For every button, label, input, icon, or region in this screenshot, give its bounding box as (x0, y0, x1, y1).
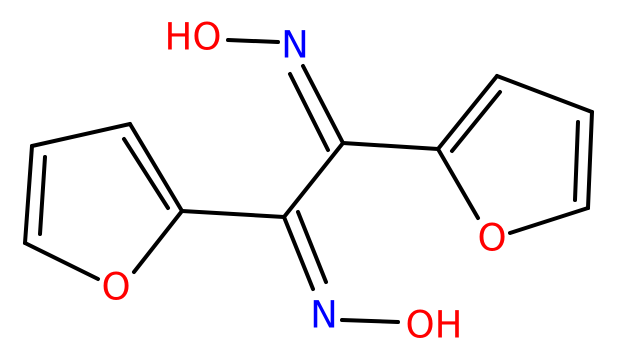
bond-right-c3-c4 (495, 74, 594, 114)
bond-c1-n-bottom-a (282, 215, 315, 291)
bond-left-c3-c4 (30, 122, 132, 148)
bond-left-c5-o (23, 241, 100, 281)
bond-c1-furan-left (180, 209, 286, 219)
bond-c1-c2 (282, 141, 345, 219)
label-n-bottom: N (310, 294, 338, 337)
bond-right-c5-o (508, 206, 590, 235)
bond-left-c4-c5 (23, 144, 34, 245)
label-oh-top: HO (165, 16, 222, 59)
bond-right-c2-c3-inner (450, 90, 502, 153)
bond-right-c4-c5 (586, 110, 594, 210)
bond-c2-furan-right (341, 141, 440, 151)
bond-left-c2-c3 (128, 122, 184, 213)
label-o-ring-left: O (101, 266, 130, 309)
bond-c2-n-top-b (288, 72, 330, 152)
bond-c1-n-bottom-b (296, 210, 328, 284)
bond-left-c4-c5-inner (38, 155, 47, 236)
bond-n-bottom-o (340, 318, 400, 324)
bond-n-top-o (226, 38, 280, 44)
bond-left-c2-c3-inner (122, 137, 170, 210)
label-n-top: N (281, 24, 309, 67)
bond-right-c4-c5-inner (573, 120, 580, 202)
label-oh-bottom: OH (406, 304, 463, 347)
bond-left-o-c2 (132, 209, 184, 274)
bond-right-c2-c3 (436, 74, 499, 151)
bond-right-o-c2 (436, 147, 480, 220)
bond-c2-n-top-a (301, 64, 345, 145)
label-o-ring-right: O (477, 217, 506, 260)
